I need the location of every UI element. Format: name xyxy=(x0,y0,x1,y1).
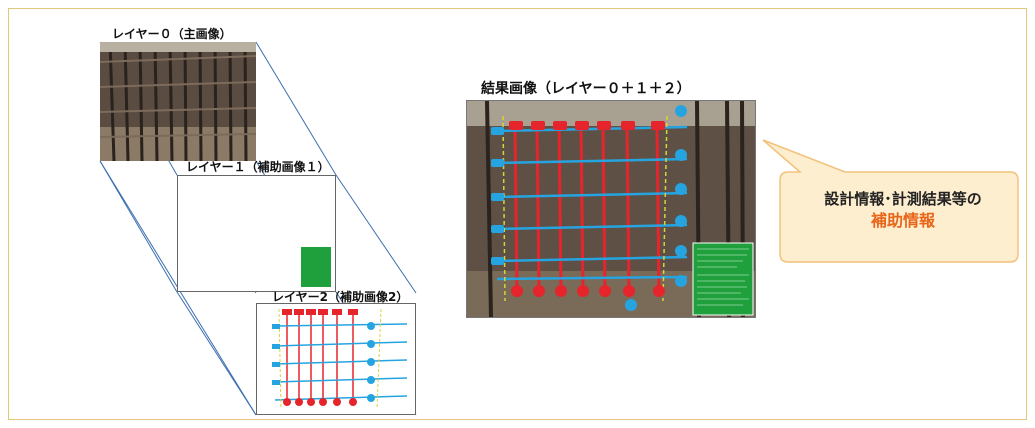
layer1-plane xyxy=(177,175,336,292)
layer2-label: レイヤー2（補助画像2） xyxy=(272,290,409,304)
layer0-label: レイヤー０（主画像） xyxy=(112,27,232,41)
layer2-markings xyxy=(272,308,408,410)
callout-line1: 設計情報･計測結果等の xyxy=(824,190,982,208)
layer2-plane xyxy=(256,303,416,415)
layer1-label: レイヤー１（補助画像１） xyxy=(186,160,330,174)
result-label: 結果画像（レイヤー０＋１＋２） xyxy=(481,81,691,97)
callout-text: 設計情報･計測結果等の 補助情報 xyxy=(788,188,1018,232)
rebar-photo-image xyxy=(100,42,256,161)
layer1-info-panel xyxy=(300,246,332,288)
layer0-photo xyxy=(100,42,256,161)
callout-line2: 補助情報 xyxy=(870,211,935,230)
result-overlay xyxy=(467,101,755,317)
result-photo xyxy=(466,100,756,318)
